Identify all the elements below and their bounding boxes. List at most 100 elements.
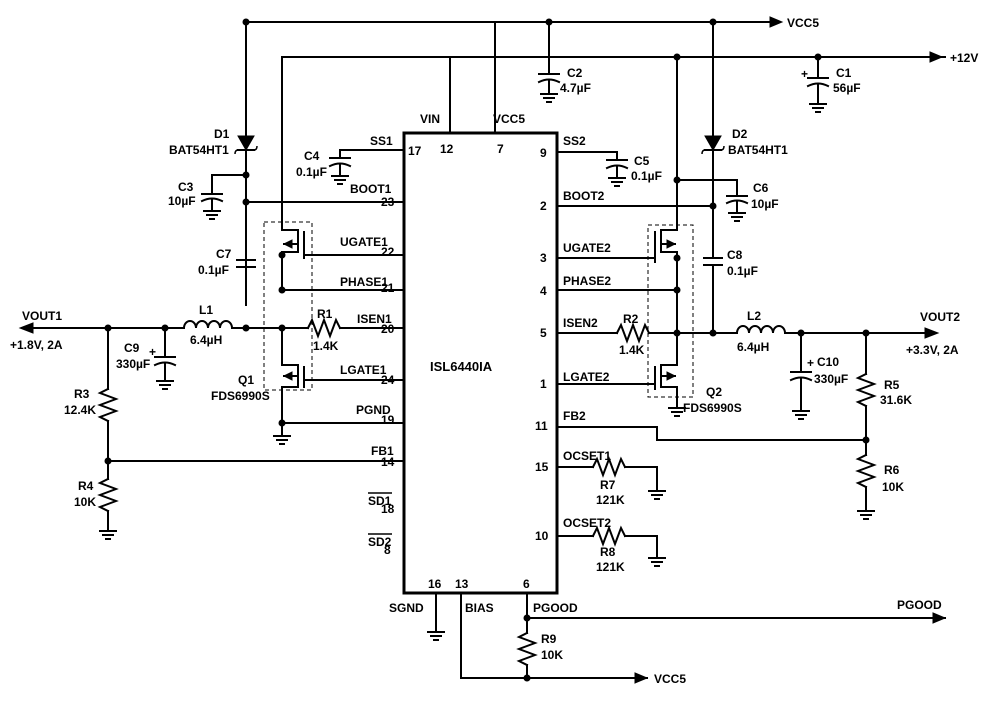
pin-num-3: 3	[540, 251, 547, 265]
l1-ref: L1	[199, 303, 213, 317]
r2-ref: R2	[623, 312, 639, 326]
c10-plus: +	[807, 356, 814, 370]
c9-plus: +	[149, 345, 156, 359]
r8-ref: R8	[600, 545, 616, 559]
pin-label-phase1: PHASE1	[340, 275, 388, 289]
l2-value: 6.4µH	[737, 340, 769, 354]
capacitor-c6	[676, 179, 749, 222]
pin-num-2: 2	[540, 199, 547, 213]
c4-ref: C4	[304, 149, 320, 163]
r5-value: 31.6K	[880, 393, 912, 407]
pin-num-18: 18	[381, 502, 395, 516]
pin-label-boot2: BOOT2	[563, 189, 605, 203]
pin-num-4: 4	[540, 284, 547, 298]
pin-num-1: 1	[540, 377, 547, 391]
r7-value: 121K	[596, 493, 625, 507]
ic-body	[402, 131, 559, 595]
c6-ref: C6	[753, 181, 769, 195]
pin-num-21: 21	[381, 281, 395, 295]
capacitor-c3	[200, 174, 224, 220]
d1-ref: D1	[214, 127, 230, 141]
rail-vcc5-bottom-label: VCC5	[654, 672, 686, 686]
q2-ref: Q2	[706, 385, 722, 399]
pin-label-isen2: ISEN2	[563, 316, 598, 330]
r3-value: 12.4K	[64, 403, 96, 417]
c2-value: 4.7µF	[560, 81, 591, 95]
pin-num-19: 19	[381, 413, 395, 427]
r8-value: 121K	[596, 560, 625, 574]
q2-package	[647, 224, 694, 398]
r6-ref: R6	[884, 463, 900, 477]
pin-label-bias: BIAS	[465, 601, 494, 615]
pin-num-17: 17	[408, 144, 422, 158]
pin-num-13: 13	[455, 577, 469, 591]
c7-value: 0.1µF	[198, 263, 229, 277]
pin-label-ocset1: OCSET1	[563, 449, 611, 463]
pin-num-5: 5	[540, 326, 547, 340]
pin-label-ss1: SS1	[370, 134, 393, 148]
pin-num-8: 8	[384, 543, 391, 557]
ic-name: ISL6440IA	[430, 359, 493, 374]
r9-ref: R9	[541, 632, 557, 646]
diode-d1	[234, 18, 258, 306]
resistor-r8	[556, 525, 666, 567]
r4-value: 10K	[74, 495, 96, 509]
pin-label-pgnd: PGND	[356, 403, 391, 417]
pin-label-ugate1: UGATE1	[340, 235, 388, 249]
r1-ref: R1	[317, 307, 333, 321]
pin-num-6: 6	[523, 577, 530, 591]
r2-value: 1.4K	[619, 343, 645, 357]
inductor-l1	[107, 320, 234, 330]
c7-ref: C7	[216, 247, 232, 261]
rail-12v	[281, 51, 946, 63]
pin-num-22: 22	[381, 245, 395, 259]
r1-value: 1.4K	[313, 339, 339, 353]
capacitor-c8	[703, 257, 723, 334]
pin-num-12: 12	[440, 142, 454, 156]
c4-value: 0.1µF	[296, 165, 327, 179]
resistor-r9	[516, 617, 538, 679]
pin-label-lgate2: LGATE2	[563, 370, 610, 384]
c9-value: 330µF	[116, 357, 150, 371]
rail-vcc5-top	[245, 16, 784, 28]
d2-value: BAT54HT1	[728, 143, 788, 157]
r9-value: 10K	[541, 648, 563, 662]
pin-label-isen1: ISEN1	[357, 312, 392, 326]
pin-label-fb1: FB1	[371, 444, 394, 458]
capacitor-c10	[789, 332, 813, 420]
d2-ref: D2	[732, 127, 748, 141]
resistor-r1	[306, 317, 405, 339]
q1-ref: Q1	[238, 373, 254, 387]
resistor-r6	[855, 453, 877, 520]
c10-ref: C10	[817, 355, 839, 369]
resistor-r4	[97, 477, 119, 540]
pin-label-pgood: PGOOD	[533, 601, 578, 615]
pgood-output	[526, 592, 947, 624]
pin-num-16: 16	[428, 577, 442, 591]
pin-label-vin: VIN	[420, 112, 440, 126]
pin-label-sd1: SD1	[368, 494, 392, 508]
pin-label-boot1: BOOT1	[350, 182, 392, 196]
r5-ref: R5	[884, 378, 900, 392]
resistor-r7	[556, 456, 666, 500]
inductor-l2	[712, 325, 926, 335]
pin-label-ss2: SS2	[563, 134, 586, 148]
r4-ref: R4	[78, 479, 94, 493]
c5-ref: C5	[634, 154, 650, 168]
pin-num-15: 15	[535, 460, 549, 474]
pin-label-sgnd: SGND	[389, 601, 424, 615]
pin-label-phase2: PHASE2	[563, 274, 611, 288]
capacitor-c9	[153, 327, 177, 390]
pin-num-10: 10	[535, 529, 549, 543]
c2-ref: C2	[567, 66, 583, 80]
resistor-r3	[97, 327, 119, 480]
vout1-spec: +1.8V, 2A	[10, 338, 63, 352]
q2-value: FDS6990S	[683, 401, 742, 415]
capacitor-c1	[806, 53, 830, 113]
diode-d2	[701, 18, 725, 259]
r7-ref: R7	[600, 478, 616, 492]
rail-vcc5-top-label: VCC5	[787, 16, 819, 30]
pin-num-9: 9	[540, 146, 547, 160]
d1-value: BAT54HT1	[169, 143, 229, 157]
pin-label-vcc5: VCC5	[493, 112, 525, 126]
